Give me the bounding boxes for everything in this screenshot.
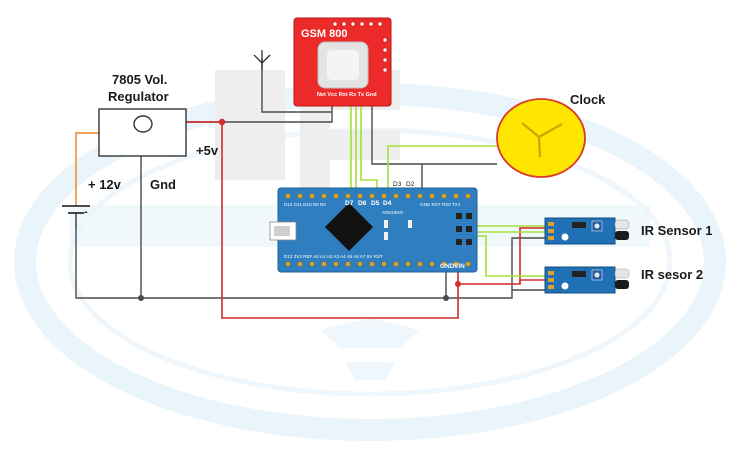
- battery-voltage-label: + 12v: [88, 177, 121, 192]
- arduino-brand: ARDUINO: [382, 210, 404, 215]
- gsm-mount-holes: [332, 21, 388, 73]
- pin-label-d7: D7: [345, 200, 354, 207]
- battery-minus-label: -: [84, 206, 88, 218]
- gsm-pin-labels: Net Vcc Rst Rx Tx Gnd: [317, 92, 377, 98]
- arduino-bottom-header: D13 3V3 REF A0 A1 A2 A3 A4 A5 A6 A7 5V R…: [284, 254, 383, 259]
- arduino-top-header: D12 D11 D10 D9 D8: [284, 202, 326, 207]
- ground-label: Gnd: [150, 177, 176, 192]
- ir-sensor-2: [544, 266, 630, 294]
- pin-label-vin: VIN: [454, 263, 465, 270]
- icsp-header: [456, 213, 472, 245]
- pin-label-d2: D2: [406, 181, 415, 188]
- arduino-top-right-header: GND RST RX0 TX1: [420, 202, 461, 207]
- regulator-output-label: +5v: [196, 143, 219, 158]
- junctions: [138, 118, 461, 301]
- pin-label-d3: D3: [393, 181, 402, 188]
- clock-module: [496, 98, 586, 178]
- clock-hands-icon: [521, 122, 563, 158]
- pin-label-d6: D6: [358, 200, 367, 207]
- arduino-bottom-pins: [285, 261, 471, 267]
- gsm-module: GSM 800 Net Vcc Rst Rx Tx Gnd: [293, 17, 392, 107]
- mcu-chip: [324, 202, 374, 252]
- antenna-icon: [253, 50, 271, 70]
- regulator-label-line2: Regulator: [108, 89, 169, 104]
- pin-label-gnd: GND: [440, 263, 455, 270]
- power-wires: [186, 121, 545, 319]
- pin-label-d5: D5: [371, 200, 380, 207]
- ir-sensor-2-label: IR sesor 2: [641, 267, 704, 282]
- battery-symbol: [62, 205, 90, 228]
- pin-label-d4: D4: [383, 200, 392, 207]
- ir-sensor-1-label: IR Sensor 1: [641, 223, 713, 238]
- ground-wires: [75, 58, 545, 299]
- battery-positive-wire: [75, 132, 99, 206]
- voltage-regulator: [98, 108, 187, 157]
- gsm-title: GSM 800: [301, 28, 347, 40]
- clock-label: Clock: [570, 92, 606, 107]
- ir-sensor-1: [544, 217, 630, 245]
- regulator-label-line1: 7805 Vol.: [112, 72, 168, 87]
- arduino-nano: D12 D11 D10 D9 D8 GND RST RX0 TX1 D13 3V…: [269, 187, 478, 273]
- arduino-top-pins: [285, 193, 471, 199]
